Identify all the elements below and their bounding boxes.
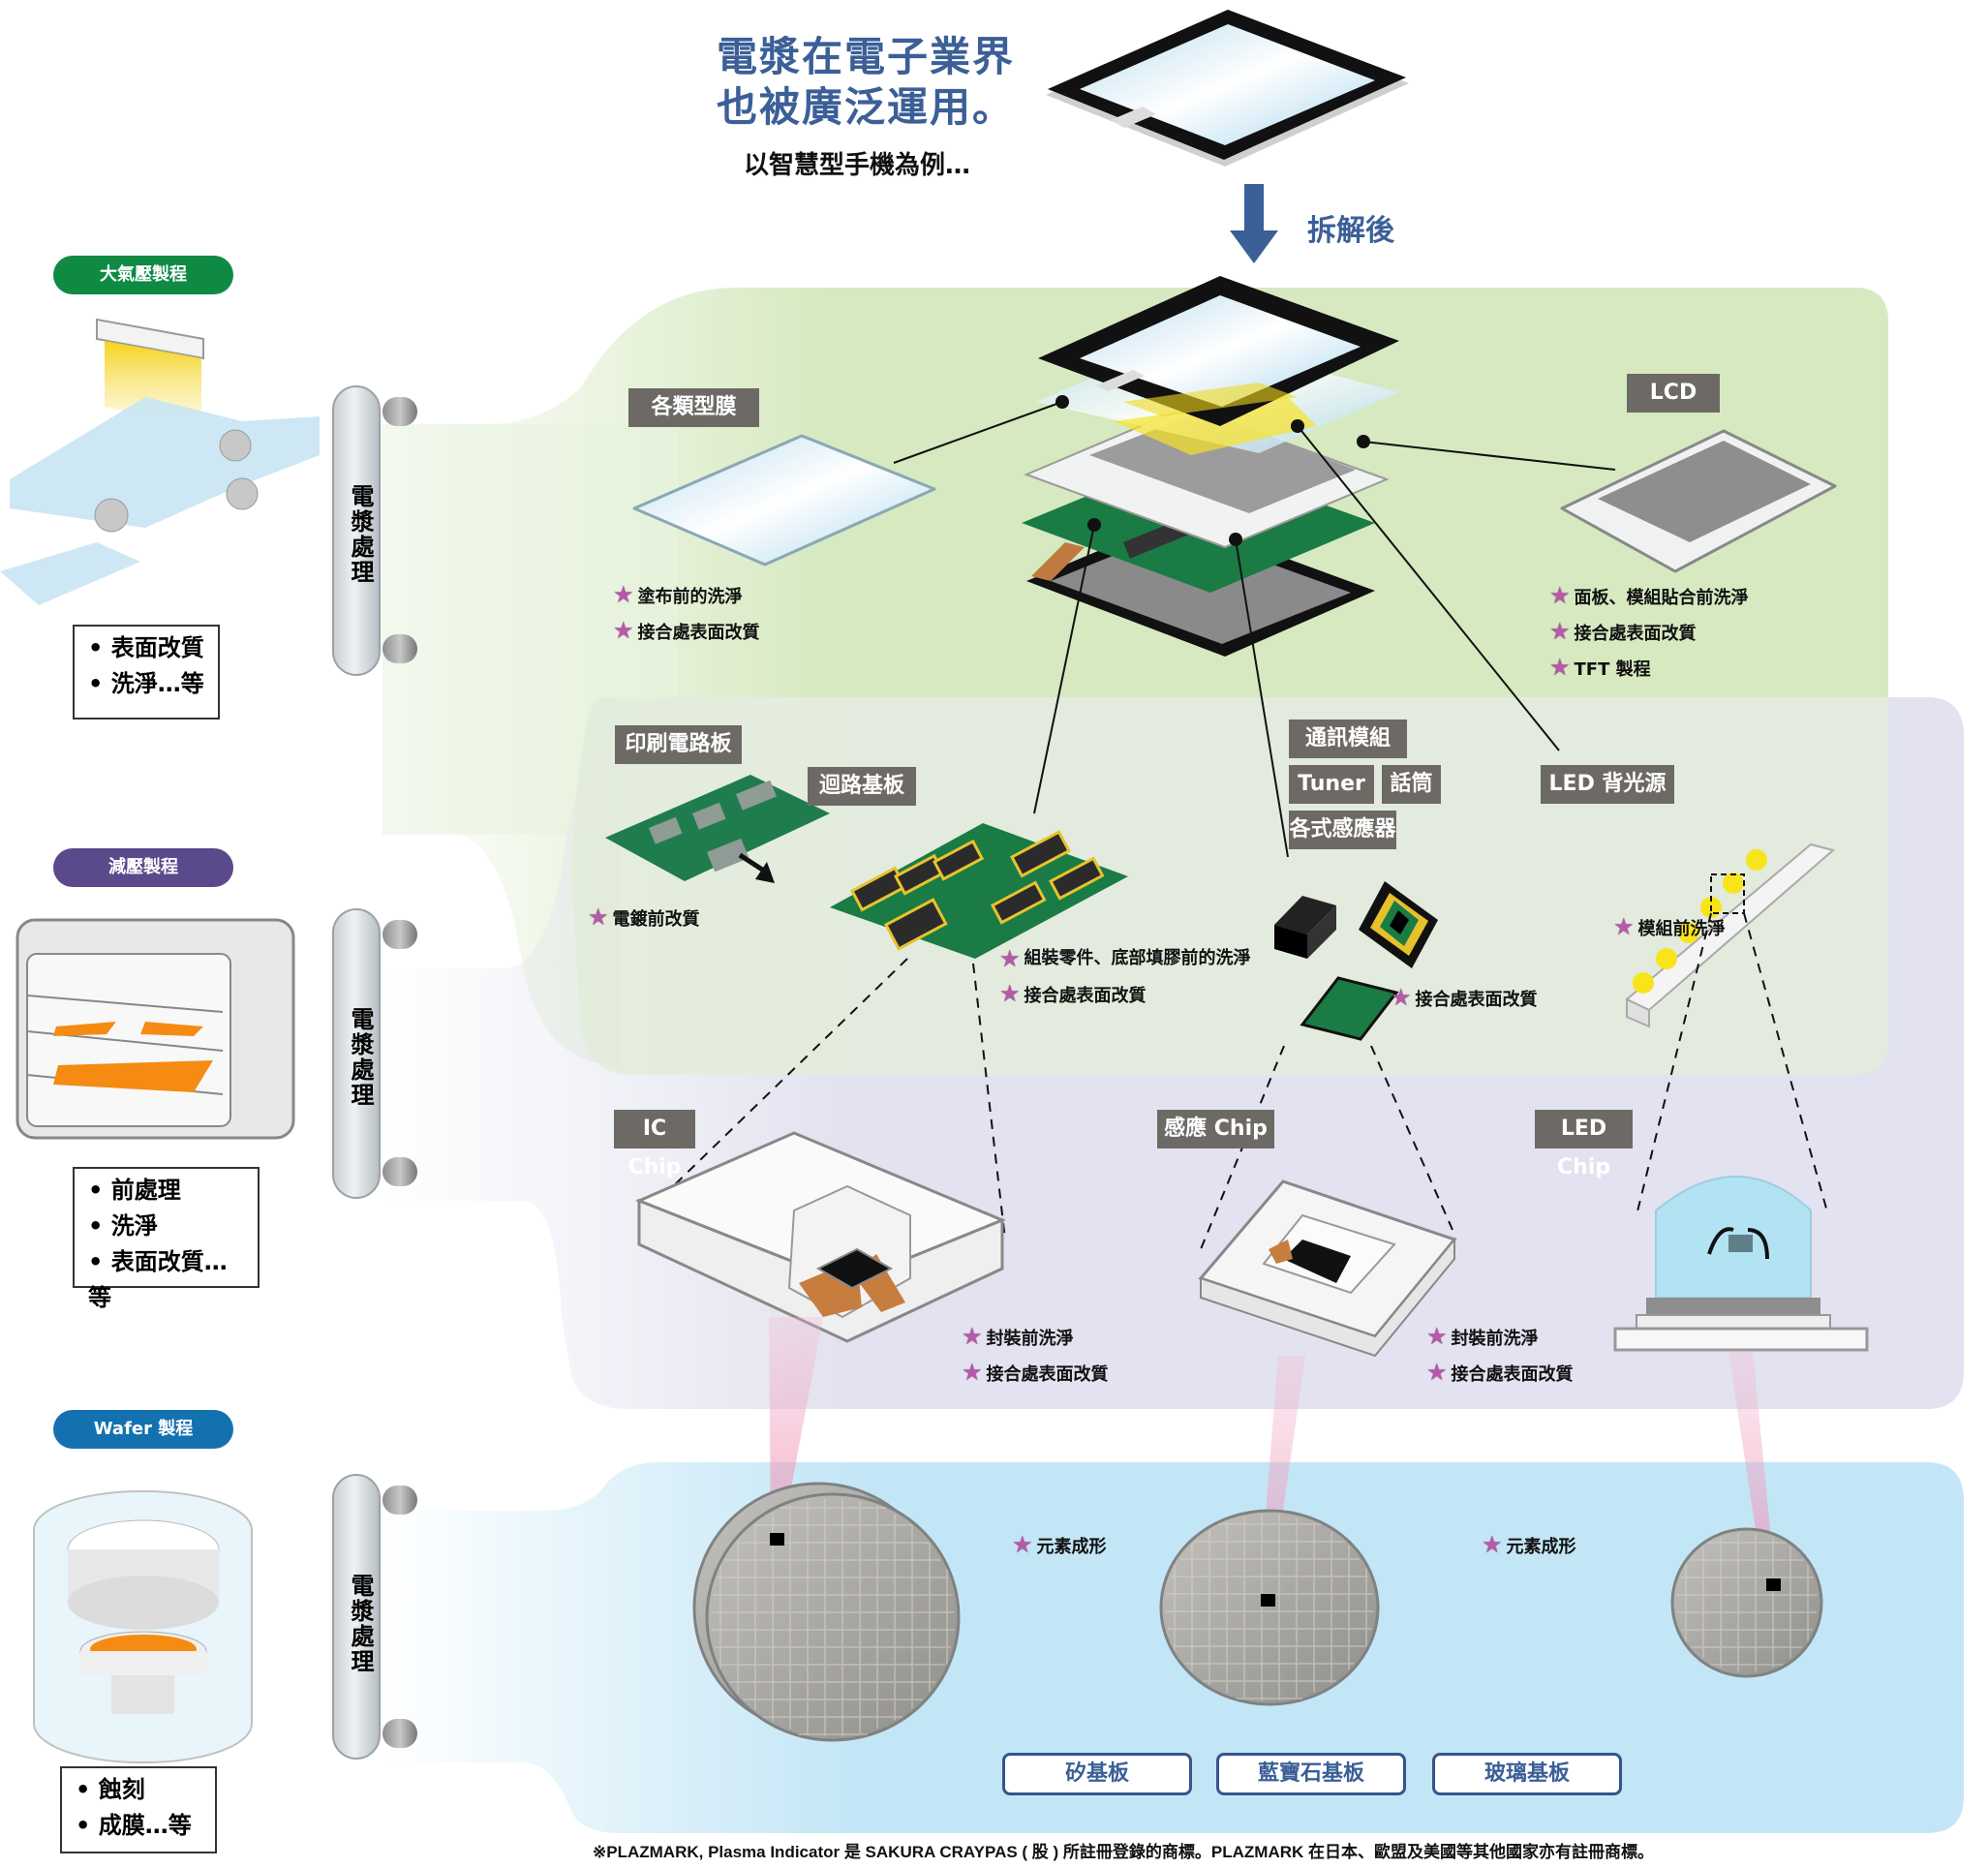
star-icon: ★ (962, 1323, 983, 1350)
plasma-treatment-label: 電漿處理 (347, 1007, 374, 1108)
star-icon: ★ (1426, 1323, 1448, 1350)
notes-circuit-board: ★組裝零件、底部填膠前的洗淨 ★接合處表面改質 (999, 945, 1251, 1007)
circuit-board-illustration (830, 823, 1128, 959)
notes-sensor-chip: ★封裝前洗淨 ★接合處表面改質 (1426, 1323, 1574, 1386)
star-icon: ★ (613, 581, 634, 608)
plasma-roller-2 (332, 908, 381, 1199)
label-pcb: 印刷電路板 (615, 725, 742, 764)
notes-lcd: ★面板、模組貼合前洗淨 ★接合處表面改質 ★TFT 製程 (1549, 582, 1749, 681)
substrate-silicon: 矽基板 (1002, 1753, 1192, 1795)
arrow-down-icon (1230, 184, 1278, 263)
die-marker (1766, 1578, 1781, 1591)
substrate-glass: 玻璃基板 (1432, 1753, 1622, 1795)
label-film: 各類型膜 (628, 388, 759, 427)
star-icon: ★ (613, 617, 634, 644)
tablet-illustration (1046, 10, 1409, 167)
star-icon: ★ (999, 980, 1021, 1007)
star-icon: ★ (1549, 582, 1571, 609)
wafer-grid (711, 1498, 1818, 1736)
process-items-vacuum: 前處理 洗淨 表面改質…等 (73, 1167, 260, 1311)
process-item: 表面改質 (88, 630, 204, 666)
label-ic-chip: IC Chip (614, 1110, 695, 1179)
process-item: 洗淨 (88, 1209, 244, 1244)
pcb-illustration (605, 775, 830, 881)
process-tag-atmospheric: 大氣壓製程 (53, 256, 233, 294)
headline-line2: 也被廣泛運用。 (717, 83, 1016, 131)
notes-film: ★塗布前的洗淨 ★接合處表面改質 (613, 581, 760, 644)
roller-cap (382, 920, 417, 949)
label-lcd: LCD (1627, 374, 1720, 413)
notes-ic-chip: ★封裝前洗淨 ★接合處表面改質 (962, 1323, 1109, 1386)
notes-comm: ★接合處表面改質 (1391, 984, 1538, 1011)
notes-led-backlight: ★模組前洗淨 (1613, 913, 1726, 940)
process-tag-wafer: Wafer 製程 (53, 1410, 233, 1449)
process-item: 蝕刻 (76, 1772, 201, 1808)
label-led-chip: LED Chip (1535, 1110, 1633, 1179)
die-marker (770, 1533, 784, 1546)
ic-chip-illustration (635, 1131, 1006, 1343)
process-item: 洗淨…等 (88, 666, 204, 702)
arrow-right-icon (738, 852, 775, 883)
roller-cap (382, 1485, 417, 1515)
die-marker (1261, 1594, 1275, 1607)
plasma-roller-1 (332, 385, 381, 676)
led-strip-illustration (1625, 842, 1836, 1028)
process-item: 前處理 (88, 1173, 244, 1209)
lcd-illustration (1560, 429, 1837, 573)
substrate-sapphire: 藍寶石基板 (1216, 1753, 1406, 1795)
headline-line1: 電漿在電子業界 (717, 33, 1016, 80)
note-element-forming-2: ★元素成形 (1482, 1531, 1576, 1558)
star-icon: ★ (1012, 1531, 1033, 1558)
led-chip-illustration (1613, 1176, 1869, 1352)
vacuum-chamber-illustration (15, 918, 295, 1140)
label-circuit-board: 迴路基板 (808, 767, 916, 806)
exploded-phone (1022, 276, 1399, 657)
roller-cap (382, 1157, 417, 1186)
label-sensor-chip: 感應 Chip (1157, 1110, 1274, 1148)
star-icon: ★ (1482, 1531, 1503, 1558)
label-comm-module: 通訊模組 (1289, 720, 1407, 758)
star-icon: ★ (1426, 1359, 1448, 1386)
plasma-treatment-label: 電漿處理 (347, 484, 374, 585)
comm-components (1274, 881, 1438, 1041)
label-microphone: 話筒 (1382, 765, 1441, 804)
star-icon: ★ (588, 903, 609, 931)
label-led-backlight: LED 背光源 (1541, 765, 1674, 804)
trademark-footnote: ※PLAZMARK, Plasma Indicator 是 SAKURA CRA… (593, 1843, 1654, 1861)
film-illustration (632, 434, 936, 567)
roller-cap (382, 1719, 417, 1748)
wafer-sapphire (1159, 1509, 1380, 1706)
note-element-forming-1: ★元素成形 (1012, 1531, 1107, 1558)
label-sensors: 各式感應器 (1289, 811, 1396, 849)
star-icon: ★ (999, 945, 1021, 972)
process-items-atmospheric: 表面改質 洗淨…等 (73, 625, 220, 720)
plasma-treatment-label: 電漿處理 (347, 1574, 374, 1674)
notes-pcb: ★電鍍前改質 (588, 903, 700, 931)
atmospheric-process-illustration (0, 318, 320, 605)
sensor-chip-illustration (1198, 1179, 1457, 1358)
star-icon: ★ (1549, 618, 1571, 645)
wafer-glass (1670, 1527, 1823, 1678)
star-icon: ★ (1613, 913, 1635, 940)
roller-cap (382, 634, 417, 663)
disassemble-label: 拆解後 (1307, 214, 1394, 248)
process-tag-vacuum: 減壓製程 (53, 848, 233, 887)
star-icon: ★ (1391, 984, 1412, 1011)
process-item: 表面改質…等 (88, 1244, 244, 1316)
roller-cap (382, 397, 417, 426)
process-items-wafer: 蝕刻 成膜…等 (60, 1766, 217, 1853)
star-icon: ★ (1549, 654, 1571, 681)
plasma-roller-3 (332, 1474, 381, 1760)
subline: 以智慧型手機為例… (744, 151, 971, 180)
leader-lines (893, 401, 1616, 858)
star-icon: ★ (962, 1359, 983, 1386)
label-tuner: Tuner (1289, 765, 1374, 804)
wafer-chamber-illustration (33, 1490, 253, 1763)
process-item: 成膜…等 (76, 1808, 201, 1844)
